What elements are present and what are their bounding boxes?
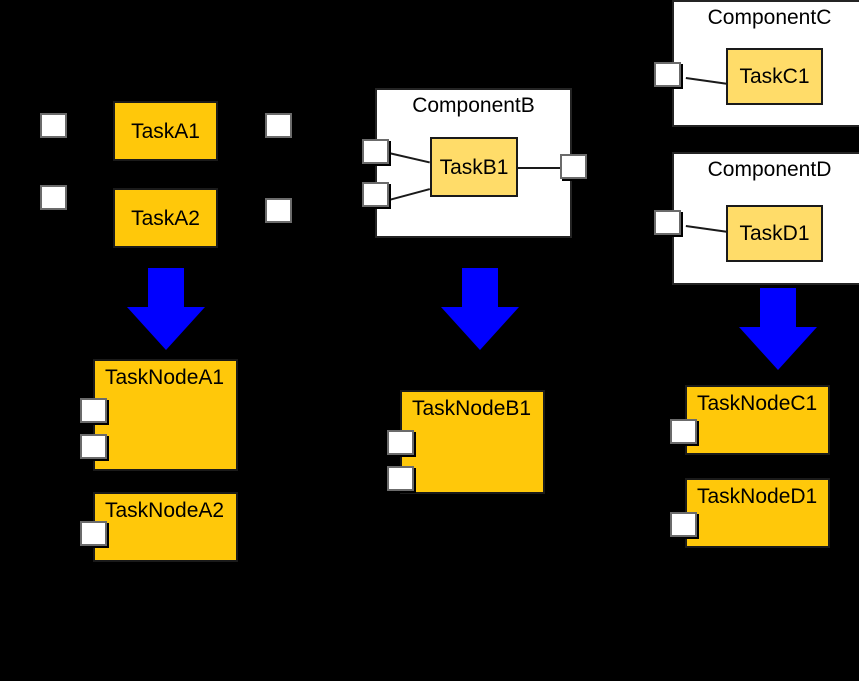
tasknode-box-taskNodeA2[interactable]: TaskNodeA2 (93, 492, 238, 562)
port-taskD1-left-1[interactable] (654, 210, 681, 235)
component-label: ComponentB (412, 94, 535, 117)
port-taskA2-left[interactable] (40, 185, 67, 210)
tasknode-box-taskNodeC1[interactable]: TaskNodeC1 (685, 385, 830, 455)
task-label: TaskA2 (131, 206, 200, 230)
transform-arrow-b (441, 268, 519, 350)
port-taskNodeB1-2[interactable] (387, 466, 414, 491)
port-taskNodeA2-1[interactable] (80, 521, 107, 546)
port-taskA2-right[interactable] (265, 198, 292, 223)
tasknode-label: TaskNodeD1 (697, 485, 818, 508)
component-label: ComponentC (707, 6, 832, 29)
port-taskNodeB1-1[interactable] (387, 430, 414, 455)
port-taskNodeC1-1[interactable] (670, 419, 697, 444)
component-box-componentB[interactable]: ComponentB (375, 88, 572, 238)
port-taskB1-left-2[interactable] (362, 182, 389, 207)
task-label: TaskB1 (439, 155, 509, 179)
task-box-taskA2[interactable]: TaskA2 (113, 188, 218, 248)
component-label: ComponentD (707, 158, 832, 181)
tasknode-label: TaskNodeA2 (105, 499, 225, 522)
tasknode-label: TaskNodeA1 (105, 366, 225, 389)
task-label: TaskA1 (131, 119, 200, 143)
port-taskC1-left-1[interactable] (654, 62, 681, 87)
transform-arrow-cd (739, 288, 817, 370)
task-box-taskC1[interactable]: TaskC1 (726, 48, 823, 105)
port-taskNodeA1-2[interactable] (80, 434, 107, 459)
task-box-taskB1[interactable]: TaskB1 (430, 137, 518, 197)
tasknode-label: TaskNodeB1 (412, 397, 532, 420)
tasknode-box-taskNodeA1[interactable]: TaskNodeA1 (93, 359, 238, 471)
tasknode-label: TaskNodeC1 (697, 392, 818, 415)
link-taskB1-portB3 (518, 167, 573, 169)
task-box-taskD1[interactable]: TaskD1 (726, 205, 823, 262)
task-label: TaskD1 (739, 222, 810, 245)
transform-arrow-a (127, 268, 205, 350)
port-taskB1-right-1[interactable] (560, 154, 587, 179)
task-label: TaskC1 (739, 65, 810, 88)
task-box-taskA1[interactable]: TaskA1 (113, 101, 218, 161)
port-taskA1-left[interactable] (40, 113, 67, 138)
port-taskNodeD1-1[interactable] (670, 512, 697, 537)
port-taskB1-left-1[interactable] (362, 139, 389, 164)
tasknode-box-taskNodeB1[interactable]: TaskNodeB1 (400, 390, 545, 494)
tasknode-box-taskNodeD1[interactable]: TaskNodeD1 (685, 478, 830, 548)
port-taskA1-right[interactable] (265, 113, 292, 138)
port-taskNodeA1-1[interactable] (80, 398, 107, 423)
